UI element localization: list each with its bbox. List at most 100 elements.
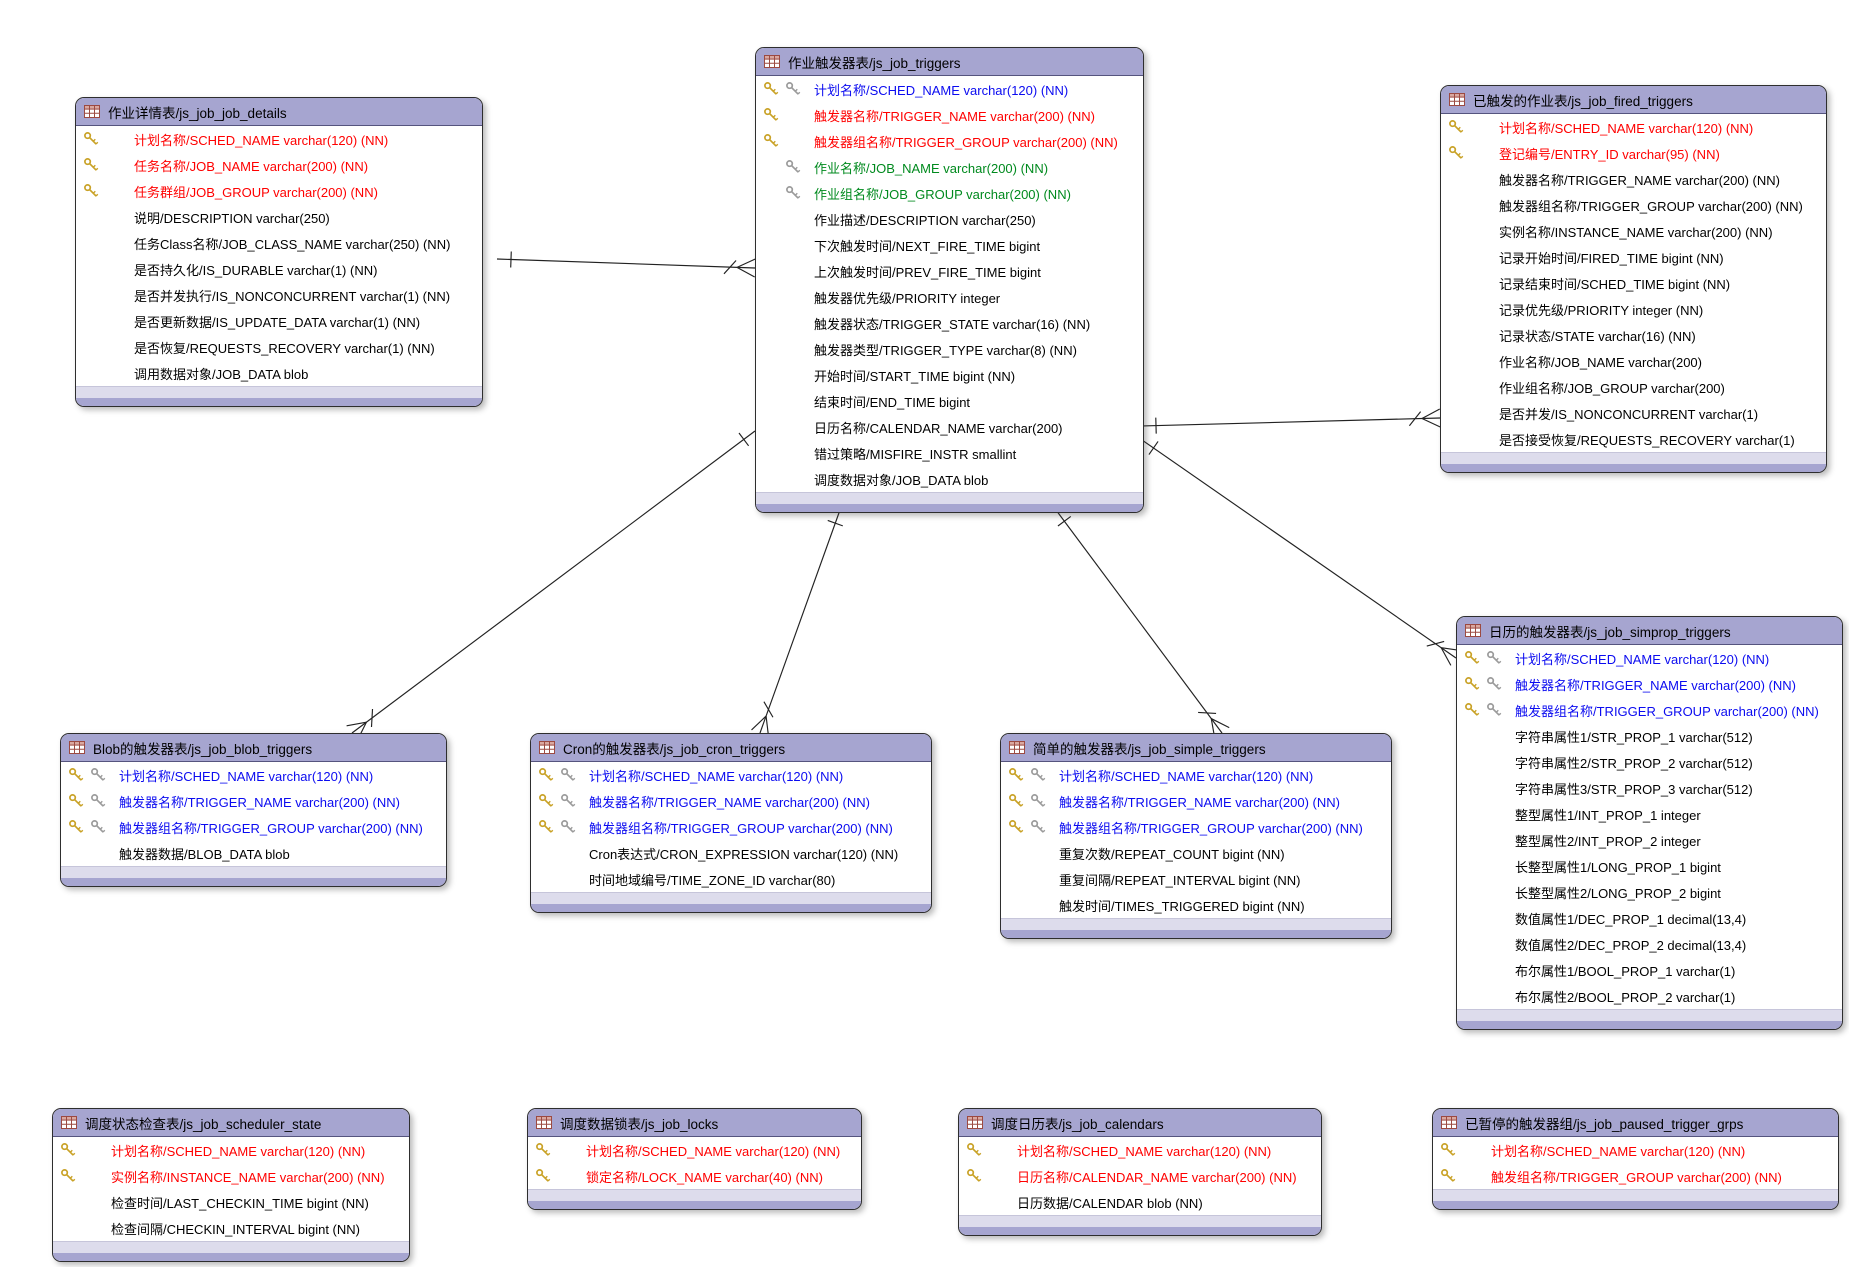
column-row[interactable]: 是否持久化/IS_DURABLE varchar(1) (NN) bbox=[76, 256, 482, 282]
column-row[interactable]: 计划名称/SCHED_NAME varchar(120) (NN) bbox=[61, 762, 446, 788]
column-row[interactable]: 锁定名称/LOCK_NAME varchar(40) (NN) bbox=[528, 1163, 861, 1189]
column-row[interactable]: 触发器组名称/TRIGGER_GROUP varchar(200) (NN) bbox=[531, 814, 931, 840]
column-row[interactable]: 是否并发/IS_NONCONCURRENT varchar(1) bbox=[1441, 400, 1826, 426]
column-row[interactable]: 计划名称/SCHED_NAME varchar(120) (NN) bbox=[1457, 645, 1842, 671]
column-row[interactable]: 计划名称/SCHED_NAME varchar(120) (NN) bbox=[528, 1137, 861, 1163]
table-header[interactable]: 简单的触发器表/js_job_simple_triggers bbox=[1001, 734, 1391, 762]
table-header[interactable]: Blob的触发器表/js_job_blob_triggers bbox=[61, 734, 446, 762]
column-row[interactable]: 是否并发执行/IS_NONCONCURRENT varchar(1) (NN) bbox=[76, 282, 482, 308]
column-row[interactable]: 重复间隔/REPEAT_INTERVAL bigint (NN) bbox=[1001, 866, 1391, 892]
column-row[interactable]: 说明/DESCRIPTION varchar(250) bbox=[76, 204, 482, 230]
column-row[interactable]: 长整型属性2/LONG_PROP_2 bigint bbox=[1457, 879, 1842, 905]
column-row[interactable]: 是否恢复/REQUESTS_RECOVERY varchar(1) (NN) bbox=[76, 334, 482, 360]
column-row[interactable]: 是否接受恢复/REQUESTS_RECOVERY varchar(1) bbox=[1441, 426, 1826, 452]
column-row[interactable]: 触发器数据/BLOB_DATA blob bbox=[61, 840, 446, 866]
relationship-line-js_job_triggers-to-js_job_simprop_triggers[interactable] bbox=[1141, 439, 1462, 666]
column-row[interactable]: 作业组名称/JOB_GROUP varchar(200) (NN) bbox=[756, 180, 1143, 206]
column-row[interactable]: 时间地域编号/TIME_ZONE_ID varchar(80) bbox=[531, 866, 931, 892]
column-row[interactable]: 记录状态/STATE varchar(16) (NN) bbox=[1441, 322, 1826, 348]
column-row[interactable]: 触发器名称/TRIGGER_NAME varchar(200) (NN) bbox=[1001, 788, 1391, 814]
column-row[interactable]: 触发器名称/TRIGGER_NAME varchar(200) (NN) bbox=[1457, 671, 1842, 697]
table-header[interactable]: 已触发的作业表/js_job_fired_triggers bbox=[1441, 86, 1826, 114]
column-row[interactable]: 触发器类型/TRIGGER_TYPE varchar(8) (NN) bbox=[756, 336, 1143, 362]
column-row[interactable]: 触发器组名称/TRIGGER_GROUP varchar(200) (NN) bbox=[756, 128, 1143, 154]
table-header[interactable]: 调度状态检查表/js_job_scheduler_state bbox=[53, 1109, 409, 1137]
column-row[interactable]: 触发器名称/TRIGGER_NAME varchar(200) (NN) bbox=[531, 788, 931, 814]
column-row[interactable]: 布尔属性2/BOOL_PROP_2 varchar(1) bbox=[1457, 983, 1842, 1009]
column-row[interactable]: 字符串属性2/STR_PROP_2 varchar(512) bbox=[1457, 749, 1842, 775]
column-row[interactable]: 任务群组/JOB_GROUP varchar(200) (NN) bbox=[76, 178, 482, 204]
column-row[interactable]: 数值属性2/DEC_PROP_2 decimal(13,4) bbox=[1457, 931, 1842, 957]
column-row[interactable]: 调度数据对象/JOB_DATA blob bbox=[756, 466, 1143, 492]
column-row[interactable]: 调用数据对象/JOB_DATA blob bbox=[76, 360, 482, 386]
column-row[interactable]: 整型属性1/INT_PROP_1 integer bbox=[1457, 801, 1842, 827]
column-row[interactable]: 触发器组名称/TRIGGER_GROUP varchar(200) (NN) bbox=[1441, 192, 1826, 218]
column-row[interactable]: 检查时间/LAST_CHECKIN_TIME bigint (NN) bbox=[53, 1189, 409, 1215]
column-row[interactable]: 任务名称/JOB_NAME varchar(200) (NN) bbox=[76, 152, 482, 178]
relationship-line-js_job_triggers-to-js_job_cron_triggers[interactable] bbox=[751, 509, 843, 737]
relationship-line-js_job_triggers-to-js_job_fired_triggers[interactable] bbox=[1141, 408, 1441, 434]
column-row[interactable]: 作业名称/JOB_NAME varchar(200) (NN) bbox=[756, 154, 1143, 180]
column-row[interactable]: 计划名称/SCHED_NAME varchar(120) (NN) bbox=[959, 1137, 1321, 1163]
column-row[interactable]: 作业组名称/JOB_GROUP varchar(200) bbox=[1441, 374, 1826, 400]
column-row[interactable]: 触发器名称/TRIGGER_NAME varchar(200) (NN) bbox=[756, 102, 1143, 128]
table-header[interactable]: 已暂停的触发器组/js_job_paused_trigger_grps bbox=[1433, 1109, 1838, 1137]
column-row[interactable]: 重复次数/REPEAT_COUNT bigint (NN) bbox=[1001, 840, 1391, 866]
column-row[interactable]: 错过策略/MISFIRE_INSTR smallint bbox=[756, 440, 1143, 466]
column-row[interactable]: Cron表达式/CRON_EXPRESSION varchar(120) (NN… bbox=[531, 840, 931, 866]
column-row[interactable]: 日历名称/CALENDAR_NAME varchar(200) (NN) bbox=[959, 1163, 1321, 1189]
column-row[interactable]: 触发器组名称/TRIGGER_GROUP varchar(200) (NN) bbox=[61, 814, 446, 840]
column-row[interactable]: 计划名称/SCHED_NAME varchar(120) (NN) bbox=[1433, 1137, 1838, 1163]
column-row[interactable]: 日历名称/CALENDAR_NAME varchar(200) bbox=[756, 414, 1143, 440]
column-row[interactable]: 计划名称/SCHED_NAME varchar(120) (NN) bbox=[756, 76, 1143, 102]
column-row[interactable]: 作业名称/JOB_NAME varchar(200) bbox=[1441, 348, 1826, 374]
column-row[interactable]: 计划名称/SCHED_NAME varchar(120) (NN) bbox=[76, 126, 482, 152]
column-row[interactable]: 触发组名称/TRIGGER_GROUP varchar(200) (NN) bbox=[1433, 1163, 1838, 1189]
column-row[interactable]: 触发器名称/TRIGGER_NAME varchar(200) (NN) bbox=[61, 788, 446, 814]
column-row[interactable]: 记录结束时间/SCHED_TIME bigint (NN) bbox=[1441, 270, 1826, 296]
relationship-line-js_job_triggers-to-js_job_simple_triggers[interactable] bbox=[1055, 509, 1230, 739]
column-row[interactable]: 登记编号/ENTRY_ID varchar(95) (NN) bbox=[1441, 140, 1826, 166]
column-row[interactable]: 布尔属性1/BOOL_PROP_1 varchar(1) bbox=[1457, 957, 1842, 983]
column-row[interactable]: 计划名称/SCHED_NAME varchar(120) (NN) bbox=[1001, 762, 1391, 788]
column-row[interactable]: 实例名称/INSTANCE_NAME varchar(200) (NN) bbox=[53, 1163, 409, 1189]
table-header[interactable]: 调度数据锁表/js_job_locks bbox=[528, 1109, 861, 1137]
table-header[interactable]: 日历的触发器表/js_job_simprop_triggers bbox=[1457, 617, 1842, 645]
column-row[interactable]: 是否更新数据/IS_UPDATE_DATA varchar(1) (NN) bbox=[76, 308, 482, 334]
relationship-line-js_job_job_details-to-js_job_triggers[interactable] bbox=[496, 251, 756, 278]
column-row[interactable]: 检查间隔/CHECKIN_INTERVAL bigint (NN) bbox=[53, 1215, 409, 1241]
column-row[interactable]: 日历数据/CALENDAR blob (NN) bbox=[959, 1189, 1321, 1215]
column-row[interactable]: 开始时间/START_TIME bigint (NN) bbox=[756, 362, 1143, 388]
column-row[interactable]: 任务Class名称/JOB_CLASS_NAME varchar(250) (N… bbox=[76, 230, 482, 256]
column-row[interactable]: 整型属性2/INT_PROP_2 integer bbox=[1457, 827, 1842, 853]
column-row[interactable]: 触发器状态/TRIGGER_STATE varchar(16) (NN) bbox=[756, 310, 1143, 336]
column-row[interactable]: 计划名称/SCHED_NAME varchar(120) (NN) bbox=[1441, 114, 1826, 140]
column-row[interactable]: 作业描述/DESCRIPTION varchar(250) bbox=[756, 206, 1143, 232]
column-row[interactable]: 触发器组名称/TRIGGER_GROUP varchar(200) (NN) bbox=[1457, 697, 1842, 723]
column-row[interactable]: 长整型属性1/LONG_PROP_1 bigint bbox=[1457, 853, 1842, 879]
column-row[interactable]: 触发器名称/TRIGGER_NAME varchar(200) (NN) bbox=[1441, 166, 1826, 192]
table-header[interactable]: 作业详情表/js_job_job_details bbox=[76, 98, 482, 126]
column-row[interactable]: 计划名称/SCHED_NAME varchar(120) (NN) bbox=[53, 1137, 409, 1163]
column-row[interactable]: 字符串属性1/STR_PROP_1 varchar(512) bbox=[1457, 723, 1842, 749]
table-header[interactable]: 调度日历表/js_job_calendars bbox=[959, 1109, 1321, 1137]
column-row[interactable]: 触发器组名称/TRIGGER_GROUP varchar(200) (NN) bbox=[1001, 814, 1391, 840]
table-header[interactable]: 作业触发器表/js_job_triggers bbox=[756, 48, 1143, 76]
column-row[interactable]: 字符串属性3/STR_PROP_3 varchar(512) bbox=[1457, 775, 1842, 801]
column-row[interactable]: 记录开始时间/FIRED_TIME bigint (NN) bbox=[1441, 244, 1826, 270]
column-row[interactable]: 结束时间/END_TIME bigint bbox=[756, 388, 1143, 414]
column-row[interactable]: 触发时间/TIMES_TRIGGERED bigint (NN) bbox=[1001, 892, 1391, 918]
column-row[interactable]: 数值属性1/DEC_PROP_1 decimal(13,4) bbox=[1457, 905, 1842, 931]
relationship-line-js_job_triggers-to-js_job_blob_triggers[interactable] bbox=[346, 430, 756, 741]
